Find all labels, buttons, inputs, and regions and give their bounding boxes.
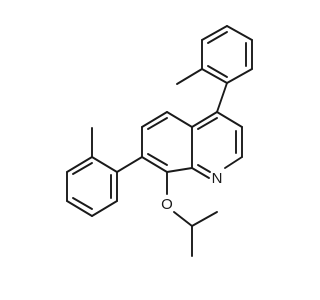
pyridine-ring [191,111,243,179]
bond [166,111,193,128]
left-tolyl-ring [66,156,118,217]
bond-oxygen-ch [173,211,193,227]
benzo-ring [141,111,193,173]
top-tolyl-ring [201,25,253,84]
bond [201,25,228,41]
structure-svg: N O [66,25,253,257]
bond-ring-link-top [216,82,228,113]
nitrogen-atom-label: N [212,170,223,187]
bond [191,167,210,179]
methyl-bond-top [176,68,203,85]
bond [141,111,168,128]
bond [166,167,193,173]
bond [91,156,118,173]
double-bond-inner [207,65,228,78]
bond [216,111,243,128]
double-bond-inner [72,197,93,210]
molecule-structure-diagram: N O [66,25,253,257]
bond [191,111,218,128]
oxygen-atom-label: O [161,196,173,213]
double-bond-inner [147,117,168,130]
bond [66,200,93,217]
bond [201,68,228,84]
bond-ring-link-left [116,156,143,173]
bond [224,156,243,169]
bond [141,156,168,173]
bond [91,200,118,217]
bond-ch-methyl-a [191,211,218,227]
bond [66,156,93,173]
double-bond-inner [207,31,228,44]
double-bond-inner [197,117,218,130]
double-bond-inner [147,153,168,166]
bond [226,68,253,84]
double-bond-inner [72,162,93,175]
double-bond-inner [197,164,211,173]
bond [226,25,253,41]
